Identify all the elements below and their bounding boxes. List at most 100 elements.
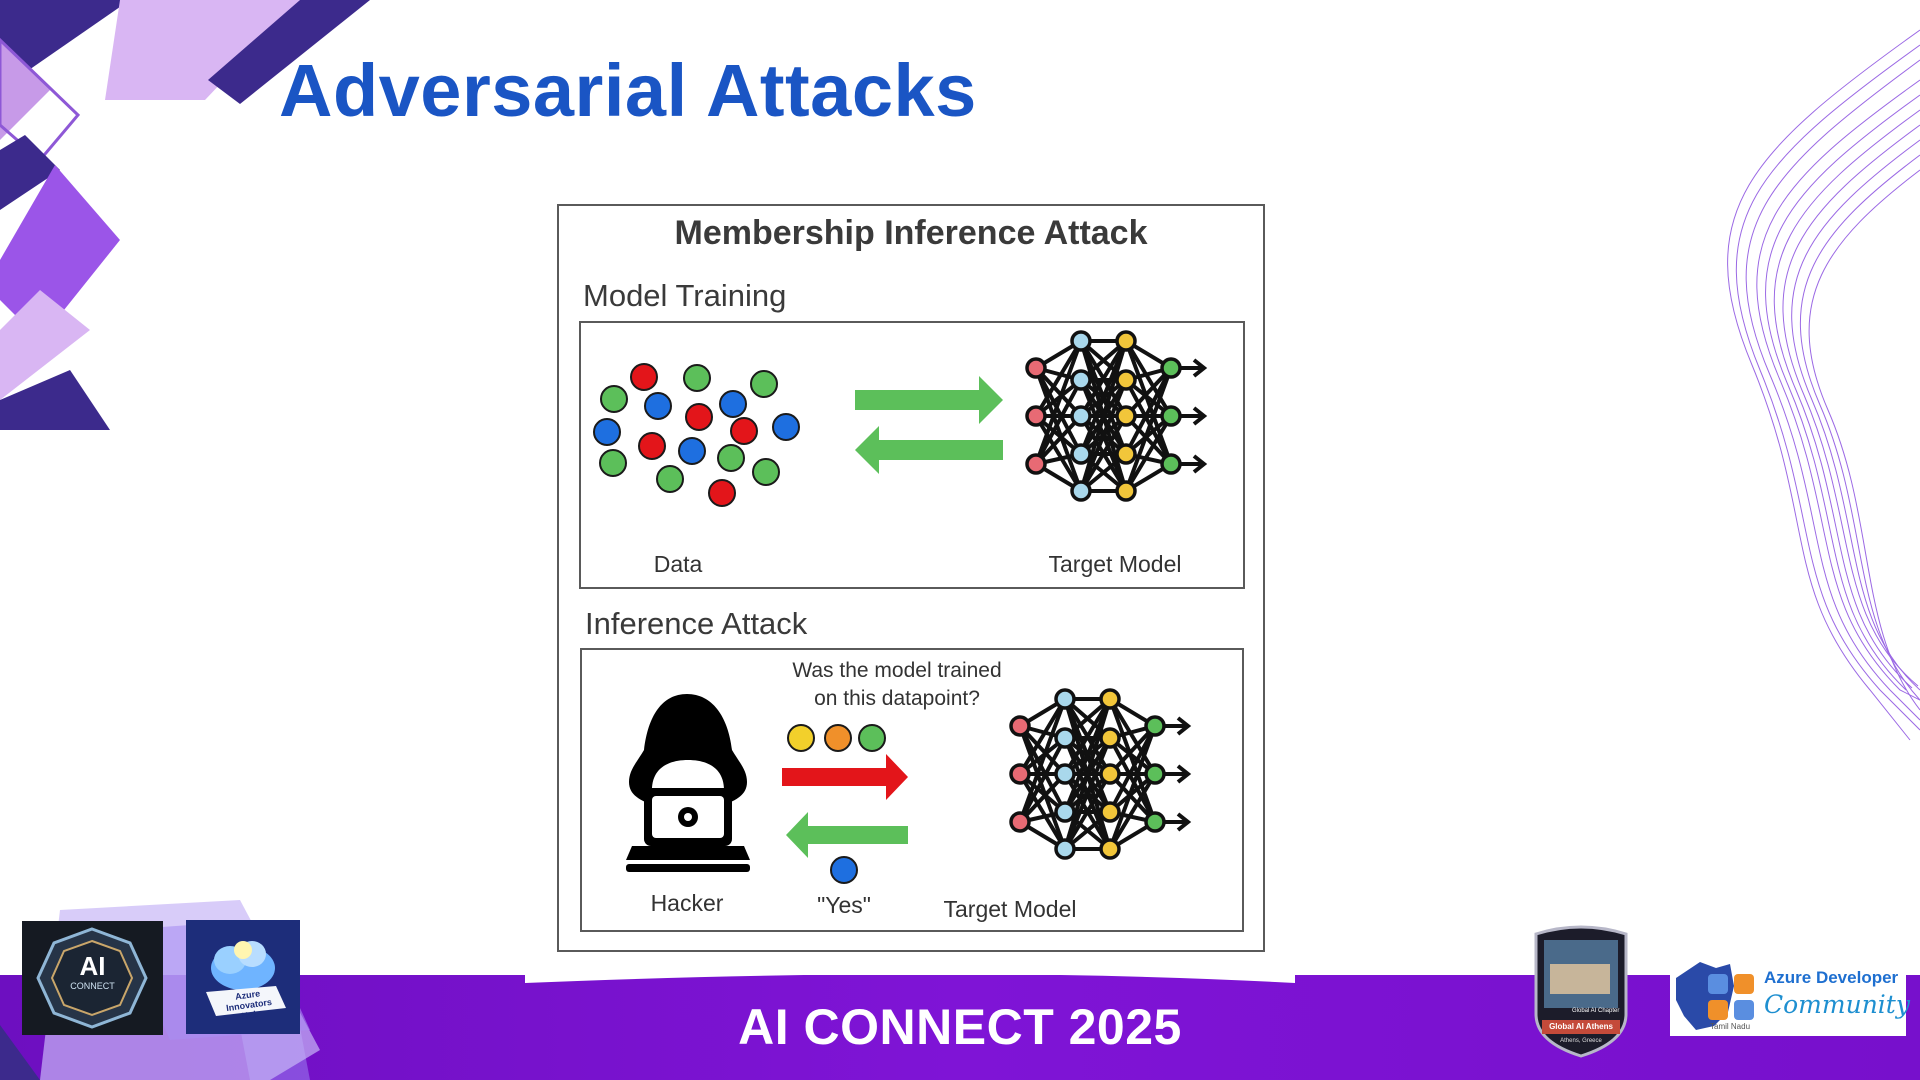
network-edge: [1018, 772, 1067, 824]
network-edge: [1034, 367, 1083, 455]
azure-developer-community-logo: Azure Developer Community Tamil Nadu: [1670, 956, 1910, 1036]
answer-caption: "Yes": [817, 892, 871, 918]
question-line-2: on this datapoint?: [814, 687, 980, 710]
network-edge: [1108, 772, 1157, 824]
training-arrow-left: [855, 426, 1003, 474]
network-node: [1099, 688, 1121, 710]
network-edge: [1018, 698, 1067, 823]
network-edge: [1063, 737, 1112, 850]
right-wave-decoration: [1727, 29, 1920, 741]
network-edge: [1124, 414, 1173, 466]
data-caption: Data: [653, 551, 703, 577]
question-line-1: Was the model trained: [792, 659, 1002, 682]
network-node: [1160, 453, 1182, 475]
network-edge: [1124, 367, 1173, 492]
network-edge: [1079, 414, 1128, 493]
network-edge: [1108, 725, 1157, 813]
network-node: [1144, 763, 1166, 785]
network-edge: [1108, 724, 1157, 776]
network-edge: [1124, 379, 1173, 465]
network-node: [1009, 763, 1031, 785]
network-edge: [1063, 698, 1112, 850]
network-node: [1009, 811, 1031, 833]
global-ai-athens-text: Global AI Athens: [1549, 1022, 1613, 1031]
network-node: [1025, 357, 1047, 379]
network-node: [1070, 369, 1092, 391]
network-node: [1070, 405, 1092, 427]
network-edge: [1079, 340, 1128, 492]
membership-inference-figure: Membership Inference Attack Model Traini…: [557, 204, 1265, 952]
network-edge: [1034, 366, 1083, 418]
network-edge: [1108, 697, 1157, 776]
answer-point: [830, 856, 858, 884]
ai-connect-logo-subtext: CONNECT: [70, 981, 115, 991]
network-node: [1160, 357, 1182, 379]
network-node: [1160, 405, 1182, 427]
network-node: [1099, 727, 1121, 749]
hacker-icon: [626, 694, 750, 872]
network-node: [1144, 715, 1166, 737]
network-edge: [1063, 772, 1112, 851]
azure-innovators-hub-logo: Azure Innovators Hub: [186, 920, 300, 1034]
inference-attack-panel: Was the model trained on this datapoint?: [580, 648, 1244, 932]
network-node: [1025, 405, 1047, 427]
network-node: [1099, 838, 1121, 860]
network-edge: [1034, 339, 1083, 418]
answer-arrow-left: [786, 812, 908, 858]
network-node: [1115, 405, 1137, 427]
network-edge: [1018, 772, 1067, 851]
output-arrow-head: [1176, 716, 1192, 736]
attack-diagram: [626, 688, 1192, 884]
network-node: [1115, 480, 1137, 502]
network-edge: [1108, 698, 1157, 823]
network-edge: [1079, 339, 1128, 418]
output-arrow-head: [1176, 764, 1192, 784]
network-node: [1070, 330, 1092, 352]
training-arrow-right: [855, 376, 1003, 424]
network-node: [1099, 801, 1121, 823]
network-edge: [1018, 725, 1067, 813]
hacker-caption: Hacker: [650, 890, 724, 916]
model-training-label: Model Training: [583, 278, 787, 313]
network-node: [1025, 453, 1047, 475]
network-edge: [1034, 340, 1083, 465]
tamil-nadu-text: Tamil Nadu: [1710, 1022, 1751, 1031]
inference-attack-label: Inference Attack: [585, 606, 808, 641]
network-edge: [1124, 366, 1173, 418]
network-edge: [1018, 737, 1067, 823]
azure-developer-text: Azure Developer: [1764, 968, 1899, 987]
network-edge: [1034, 414, 1083, 493]
ai-connect-logo-text: AI: [79, 951, 106, 981]
global-ai-chapter-text: Global AI Chapter: [1572, 1008, 1620, 1014]
target-model-network-icon: [1009, 688, 1192, 860]
athens-greece-text: Athens, Greece: [1560, 1038, 1602, 1044]
output-arrow-head: [1192, 406, 1208, 426]
network-edge: [1063, 697, 1112, 776]
network-edge: [1018, 724, 1067, 776]
network-node: [1054, 838, 1076, 860]
training-diagram: [593, 330, 1208, 507]
network-edge: [1108, 725, 1157, 850]
community-text: Community: [1764, 990, 1910, 1019]
network-node: [1054, 763, 1076, 785]
network-node: [1054, 688, 1076, 710]
network-node: [1070, 480, 1092, 502]
target-model-caption-training: Target Model: [1048, 551, 1182, 577]
slide-title: Adversarial Attacks: [279, 49, 977, 132]
footer-title: AI CONNECT 2025: [738, 999, 1182, 1055]
network-edge: [1124, 339, 1173, 418]
network-node: [1054, 801, 1076, 823]
output-arrow-head: [1192, 358, 1208, 378]
network-edge: [1108, 772, 1157, 851]
network-edge: [1108, 737, 1157, 823]
network-edge: [1079, 379, 1128, 492]
target-model-caption-attack: Target Model: [943, 896, 1077, 922]
target-model-network-icon: [1025, 330, 1208, 502]
model-training-panel: Data Target Model: [579, 321, 1245, 589]
network-edge: [1034, 414, 1083, 466]
network-node: [1099, 763, 1121, 785]
output-arrow-head: [1176, 812, 1192, 832]
network-edge: [1018, 697, 1067, 776]
network-edge: [1034, 379, 1083, 465]
figure-title: Membership Inference Attack: [674, 214, 1148, 252]
